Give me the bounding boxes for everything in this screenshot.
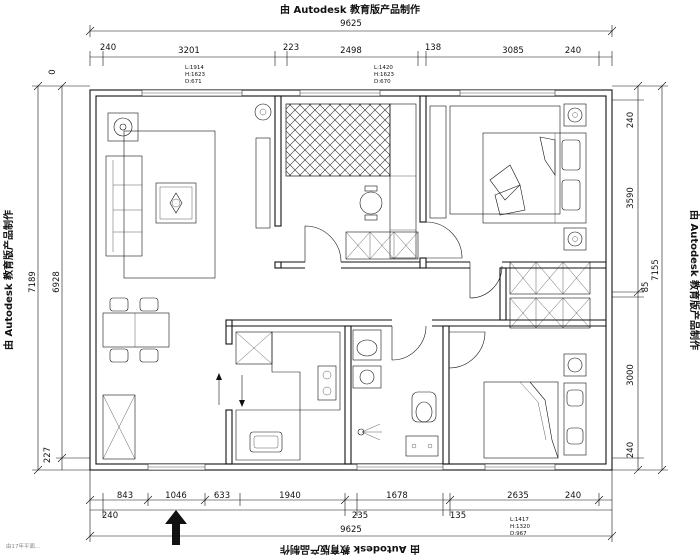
top-total-dimension: 9625 [340,19,362,29]
svg-text:D:671: D:671 [185,79,202,85]
entrance-arrow-icon [165,510,187,545]
bottom-dim-10: 135 [450,511,466,521]
bottom-total-dimension: 9625 [340,525,362,535]
kitchen [285,103,419,263]
washbasin [352,329,382,361]
window-tag-left: L:1914 H:1623 D:671 [185,65,205,85]
bedroom-door [425,221,463,259]
top-dim-5: 138 [425,43,441,53]
bottom-dim-5: 1678 [386,491,408,501]
bath-cabinet [405,435,439,457]
right-dimension-lines [612,81,668,475]
bathroom-door [391,325,427,361]
toilet [411,391,437,423]
wardrobe [429,105,447,219]
bottom-dim-6: 2635 [507,491,529,501]
window-tag-bottom: L:1417 H:1320 D:967 [510,517,530,537]
nightstand-bottom [563,227,587,251]
window-tag-middle: L:1420 H:1623 D:670 [374,65,394,85]
top-windows [141,89,556,97]
floor-lamp-icon [254,103,272,121]
tv-cabinet [255,137,271,229]
bottom-dim-7: 240 [565,491,581,501]
watermark-top: 由 Autodesk 教育版产品制作 [280,3,420,16]
round-table [359,191,383,215]
svg-text:L:1914: L:1914 [185,65,204,71]
left-dim-total: 7189 [28,271,38,293]
kitchen-tile-floor [285,103,391,177]
svg-text:H:1623: H:1623 [185,72,205,78]
interior-walls [225,95,606,465]
master-bedroom [425,103,587,259]
svg-text:H:1320: H:1320 [510,524,530,530]
side-table [107,112,139,142]
bed-pillow-decoration [489,164,521,201]
top-dim-4: 2498 [340,46,362,56]
bed-side-cabinet [563,382,587,456]
bathroom [352,325,439,457]
watermark-right: 由 Autodesk 教育版产品制作 [688,210,700,350]
l-shaped-counter [216,331,341,461]
top-dim-6: 3085 [502,46,524,56]
svg-text:D:967: D:967 [510,531,527,537]
top-dim-1: 240 [100,43,116,53]
kitchen-door [304,225,342,263]
corridor-door [469,262,503,299]
watermark-bottom: 由 Autodesk 教育版产品制作 [280,543,420,556]
cooktop [317,365,337,401]
watermark-left: 由 Autodesk 教育版产品制作 [2,210,15,350]
second-bedroom-door [448,331,486,369]
right-dim-2: 3590 [626,187,636,209]
coffee-table [155,182,197,224]
bottom-dim-8: 240 [102,511,118,521]
kitchen-cabinets [345,231,419,260]
living-rug [123,130,216,279]
second-bed [483,381,559,459]
corridor-wardrobe [469,261,591,329]
master-bed [482,132,587,224]
right-dim-1: 240 [626,112,636,128]
bottom-dim-2: 1046 [165,491,187,501]
right-dim-total: 7155 [651,259,661,281]
shower-icon [357,423,382,441]
right-dim-3: 85 [641,282,651,293]
top-dim-3: 223 [283,43,299,53]
bottom-windows [147,463,556,471]
svg-text:H:1623: H:1623 [374,72,394,78]
right-dim-4: 3000 [626,364,636,386]
left-dimension-lines [32,81,90,475]
dining-area [102,297,170,460]
sofa [105,155,143,257]
top-dim-2: 3201 [178,46,200,56]
washing-machine [352,365,382,389]
bottom-dim-1: 843 [117,491,133,501]
top-dimension-lines [85,25,617,66]
nightstand-top [563,103,587,127]
nightstand-second [563,353,587,377]
top-dim-7: 240 [565,46,581,56]
left-dim-bottom: 227 [43,447,53,463]
kitchen-sink [249,431,283,453]
left-dim-0: 0 [48,69,58,74]
living-room [105,103,272,279]
dining-table [102,312,170,348]
svg-text:L:1417: L:1417 [510,517,529,523]
kitchen-counter [389,103,417,259]
shoe-cabinet [102,394,136,460]
plant-icon [169,192,183,214]
bottom-dim-4: 1940 [279,491,301,501]
svg-text:L:1420: L:1420 [374,65,393,71]
right-dim-5: 240 [626,442,636,458]
bottom-dim-3: 633 [214,491,230,501]
corner-watermark: 由17年平面… [6,542,41,550]
svg-text:D:670: D:670 [374,79,391,85]
second-bedroom [448,331,587,459]
left-dim-inner: 6928 [52,271,62,293]
bottom-dim-9: 235 [352,511,368,521]
bedroom-rug [449,105,561,215]
